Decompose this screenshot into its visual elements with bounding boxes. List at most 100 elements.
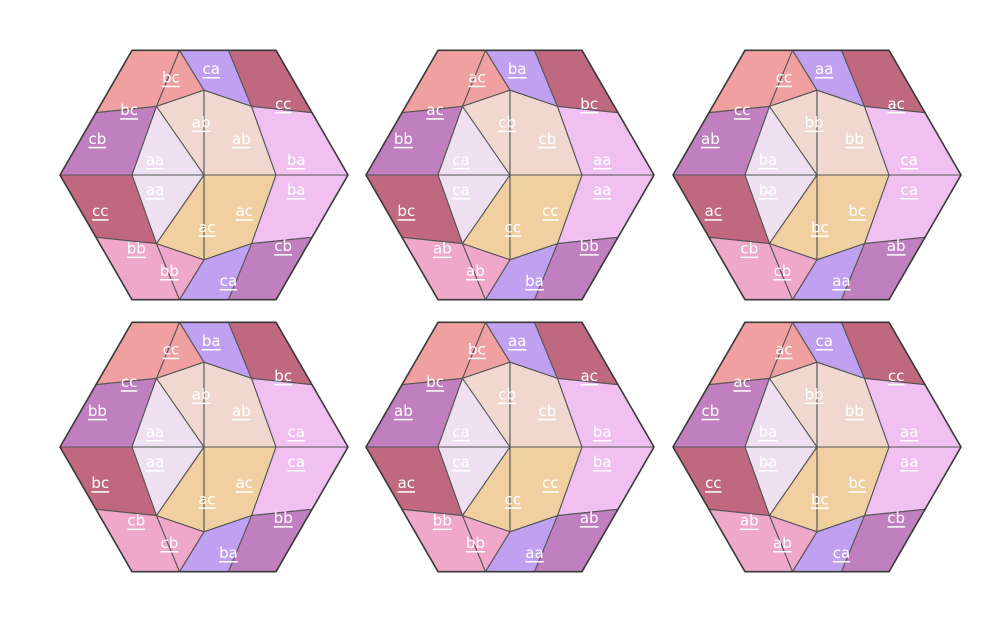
- piece-label: cb: [161, 534, 179, 552]
- piece-label: ca: [287, 423, 304, 441]
- piece-label: bc: [397, 202, 415, 220]
- piece-label: ba: [525, 272, 544, 290]
- piece-label: aa: [593, 181, 611, 199]
- piece-label: ba: [759, 151, 778, 169]
- piece-label: bc: [811, 490, 829, 508]
- piece-label: bc: [580, 95, 598, 113]
- piece-label: cc: [505, 490, 522, 508]
- piece-label: ab: [580, 509, 599, 527]
- piece-label: aa: [508, 332, 526, 350]
- piece-label: aa: [146, 181, 164, 199]
- piece-label: ac: [468, 69, 485, 87]
- piece-label: ca: [900, 181, 917, 199]
- piece-label: aa: [146, 423, 164, 441]
- hexagon-outline: [365, 49, 655, 301]
- piece-label: ab: [433, 240, 452, 258]
- piece-label: bc: [426, 373, 444, 391]
- piece-label: ac: [733, 373, 750, 391]
- piece-label: ab: [232, 130, 251, 148]
- piece-label: bb: [394, 130, 413, 148]
- piece-label: cc: [705, 474, 722, 492]
- piece-label: ca: [815, 332, 832, 350]
- piece-label: ac: [198, 218, 215, 236]
- piece-label: cc: [734, 101, 751, 119]
- piece-label: aa: [593, 151, 611, 169]
- piece-label: bb: [160, 262, 179, 280]
- piece-label: ab: [192, 114, 211, 132]
- piece-label: ca: [452, 151, 469, 169]
- piece-label: ac: [775, 341, 792, 359]
- piece-label: ca: [202, 60, 219, 78]
- piece-label: ab: [232, 402, 251, 420]
- piece-label: ac: [580, 367, 597, 385]
- piece-label: ca: [900, 151, 917, 169]
- piece-label: bb: [805, 114, 824, 132]
- piece-label: ab: [466, 262, 485, 280]
- piece-label: bb: [274, 509, 293, 527]
- piece-label: ab: [887, 237, 906, 255]
- piece-label: bb: [845, 402, 864, 420]
- piece-label: cb: [539, 402, 557, 420]
- piece-label: cc: [776, 69, 793, 87]
- piece-label: bc: [848, 202, 866, 220]
- piece-label: aa: [832, 272, 850, 290]
- piece-label: ba: [593, 453, 612, 471]
- piece-label: bc: [91, 474, 109, 492]
- piece-label: aa: [525, 544, 543, 562]
- hexagon-outline: [365, 321, 655, 573]
- piece-label: ba: [202, 332, 221, 350]
- piece-label: aa: [815, 60, 833, 78]
- piece-label: cb: [498, 114, 516, 132]
- piece-label: bc: [468, 341, 486, 359]
- piece-label: ba: [759, 453, 778, 471]
- piece-label: ac: [705, 202, 722, 220]
- piece-label: cc: [542, 474, 559, 492]
- piece-label: cb: [702, 402, 720, 420]
- piece-label: ca: [452, 423, 469, 441]
- piece-label: ba: [287, 181, 306, 199]
- piece-label: ca: [833, 544, 850, 562]
- piece-label: cc: [888, 367, 905, 385]
- piece-label: cb: [89, 130, 107, 148]
- piece-label: bb: [127, 240, 146, 258]
- piece-label: ba: [219, 544, 238, 562]
- piece-label: cc: [275, 95, 292, 113]
- piece-label: ca: [220, 272, 237, 290]
- hexagon-outline: [59, 49, 349, 301]
- piece-label: bc: [274, 367, 292, 385]
- piece-label: cb: [539, 130, 557, 148]
- piece-label: cb: [774, 262, 792, 280]
- piece-label: ba: [593, 423, 612, 441]
- piece-label: ba: [508, 60, 527, 78]
- piece-label: bb: [433, 512, 452, 530]
- piece-label: ab: [773, 534, 792, 552]
- piece-label: cb: [127, 512, 145, 530]
- piece-label: cb: [740, 240, 758, 258]
- piece-label: bc: [811, 218, 829, 236]
- piece-label: ac: [236, 202, 253, 220]
- piece-label: bb: [805, 386, 824, 404]
- piece-label: bb: [466, 534, 485, 552]
- piece-label: aa: [146, 151, 164, 169]
- piece-label: ba: [759, 423, 778, 441]
- piece-label: ab: [192, 386, 211, 404]
- piece-label: bc: [162, 69, 180, 87]
- piece-label: ac: [198, 490, 215, 508]
- hexagon-outline: [59, 321, 349, 573]
- piece-label: cb: [498, 386, 516, 404]
- piece-label: bb: [580, 237, 599, 255]
- piece-label: ac: [426, 101, 443, 119]
- piece-label: aa: [146, 453, 164, 471]
- piece-label: ca: [452, 181, 469, 199]
- piece-label: bc: [848, 474, 866, 492]
- piece-label: ca: [452, 453, 469, 471]
- piece-label: ca: [287, 453, 304, 471]
- hexagon-outline: [672, 49, 962, 301]
- piece-label: cc: [121, 373, 138, 391]
- piece-label: aa: [900, 423, 918, 441]
- piece-label: cc: [92, 202, 109, 220]
